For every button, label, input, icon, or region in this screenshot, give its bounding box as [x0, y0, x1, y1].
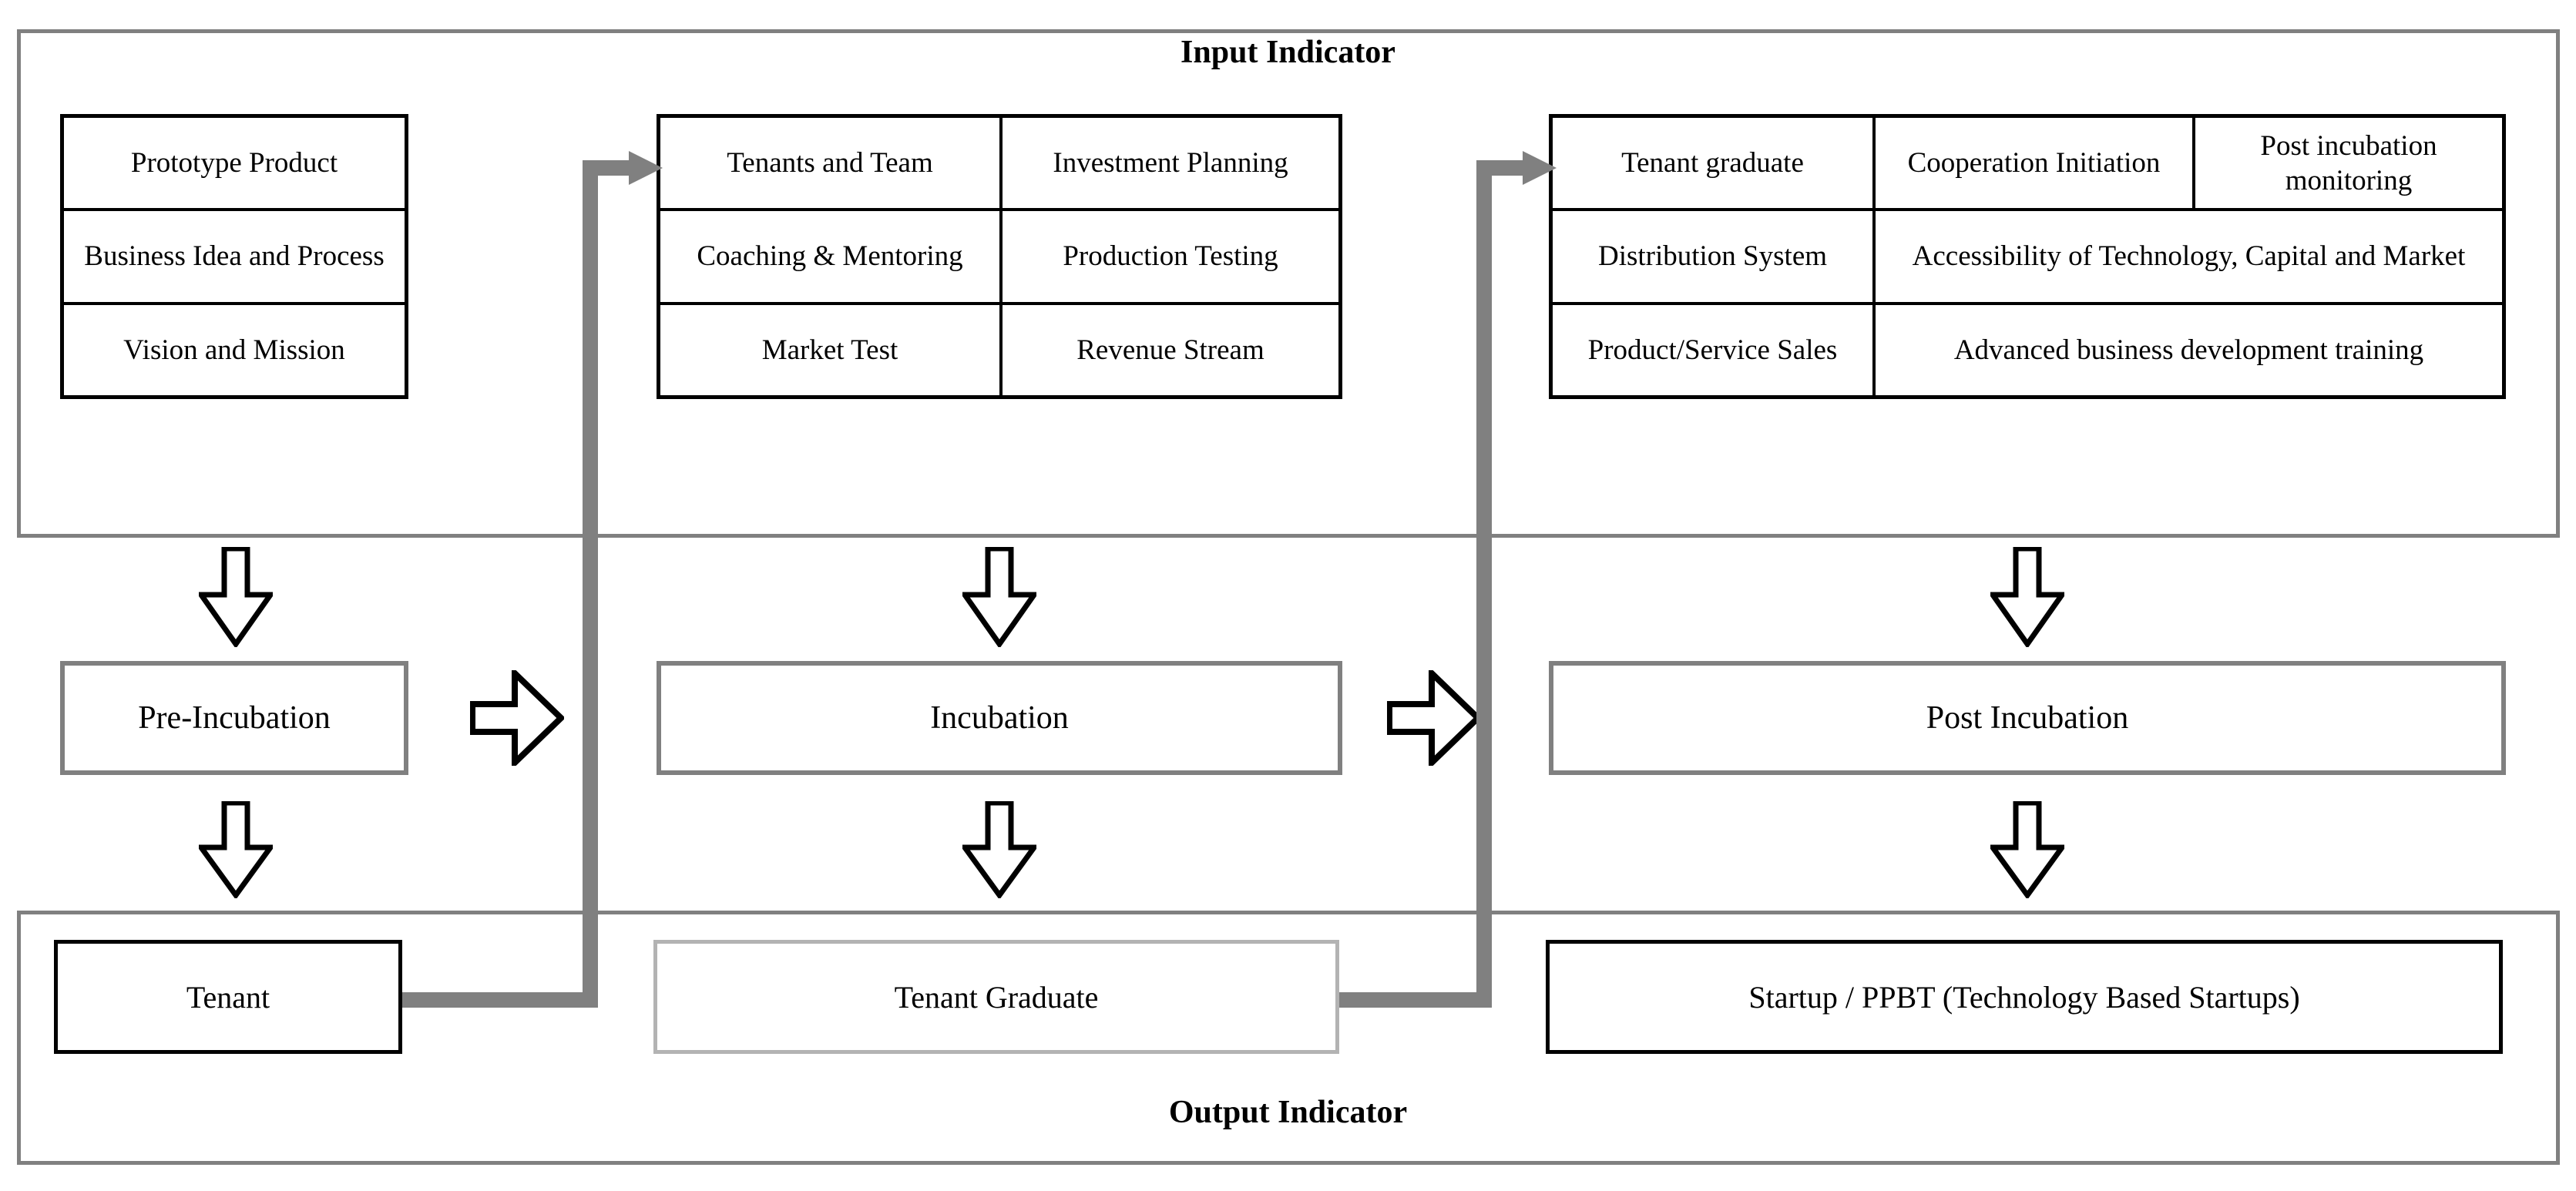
table-cell: Distribution System: [1553, 211, 1876, 302]
input-indicator-title: Input Indicator: [1181, 35, 1395, 70]
stage-box-post-incubation[interactable]: Post Incubation: [1549, 661, 2506, 775]
table-cell: Tenant graduate: [1553, 118, 1876, 209]
table-cell: Production Testing: [1063, 240, 1278, 273]
feedback-connector-graduate-to-post: [1318, 146, 1572, 1009]
output-indicator-title: Output Indicator: [1168, 1095, 1408, 1130]
table-row: Product/Service Sales Advanced business …: [1553, 304, 2502, 395]
arrow-right-pre-to-incubation: [470, 670, 564, 766]
table-cell: Coaching & Mentoring: [660, 211, 1003, 302]
arrow-down-incubation-to-graduate: [962, 801, 1036, 898]
table-row: Distribution System Accessibility of Tec…: [1553, 211, 2502, 305]
table-cell: Revenue Stream: [1076, 334, 1264, 366]
table-row: Business Idea and Process: [64, 211, 405, 305]
table-cell: Market Test: [660, 304, 1003, 395]
table-cell: Post incubation monitoring: [2260, 129, 2437, 196]
table-row: Prototype Product: [64, 118, 405, 212]
table-row: Vision and Mission: [64, 305, 405, 395]
output-box-startup-ppbt[interactable]: Startup / PPBT (Technology Based Startup…: [1546, 940, 2503, 1054]
table-cell: Cooperation Initiation: [1876, 118, 2195, 209]
input-table-post-incubation: Tenant graduate Cooperation Initiation P…: [1549, 114, 2506, 399]
arrow-down-input-to-incubation: [962, 547, 1036, 647]
output-indicator-frame: [17, 911, 2560, 1165]
table-cell: Business Idea and Process: [84, 240, 385, 273]
table-row: Tenants and Team Investment Planning: [660, 118, 1338, 212]
table-row: Market Test Revenue Stream: [660, 304, 1338, 395]
table-cell: Accessibility of Technology, Capital and…: [1912, 240, 2466, 273]
table-cell: Prototype Product: [130, 147, 338, 179]
arrow-down-input-to-pre: [199, 547, 273, 647]
table-cell: Investment Planning: [1053, 147, 1288, 179]
table-cell: Product/Service Sales: [1553, 304, 1876, 395]
table-row: Coaching & Mentoring Production Testing: [660, 211, 1338, 305]
table-cell: Vision and Mission: [123, 334, 345, 366]
input-table-incubation: Tenants and Team Investment Planning Coa…: [657, 114, 1342, 399]
table-row: Tenant graduate Cooperation Initiation P…: [1553, 118, 2502, 212]
table-cell: Tenants and Team: [660, 118, 1003, 209]
input-indicator-frame: [17, 29, 2560, 538]
arrow-down-post-to-startup: [1990, 801, 2064, 898]
feedback-connector-tenant-to-incubation: [385, 146, 678, 1009]
output-box-tenant-graduate[interactable]: Tenant Graduate: [653, 940, 1339, 1054]
arrow-down-input-to-post: [1990, 547, 2064, 647]
input-table-pre-incubation: Prototype Product Business Idea and Proc…: [60, 114, 408, 399]
output-box-tenant[interactable]: Tenant: [54, 940, 402, 1054]
stage-box-incubation[interactable]: Incubation: [657, 661, 1342, 775]
arrow-right-incubation-to-post: [1387, 670, 1481, 766]
arrow-down-pre-to-tenant: [199, 801, 273, 898]
table-cell: Advanced business development training: [1953, 334, 2424, 366]
stage-box-pre-incubation[interactable]: Pre-Incubation: [60, 661, 408, 775]
